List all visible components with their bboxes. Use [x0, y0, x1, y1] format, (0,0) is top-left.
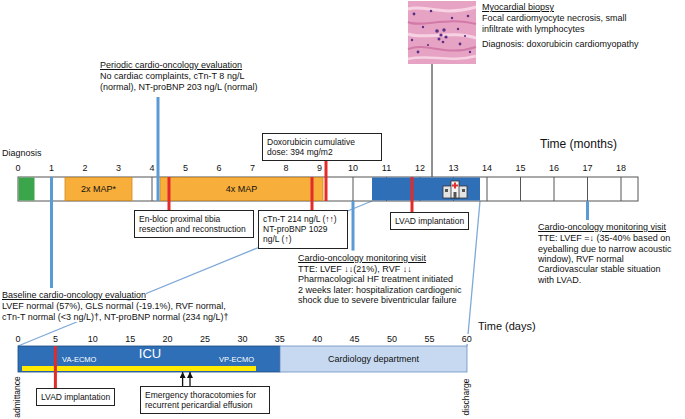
axis-tick-label: 60 — [462, 334, 472, 344]
biopsy-tissue — [408, 1, 476, 64]
axis-tick-label: 5 — [53, 334, 58, 344]
axis-tick-label: 35 — [275, 334, 285, 344]
axis-tick-label: 40 — [312, 334, 322, 344]
axis-tick-label: 1 — [49, 163, 54, 173]
axis-tick-label: 16 — [549, 163, 559, 173]
section-heading: Cardio-oncology monitoring visit — [538, 222, 666, 232]
axis-tick-label: 45 — [350, 334, 360, 344]
arrow-connector — [182, 372, 183, 386]
chemo-segment — [65, 178, 132, 201]
event-marker — [54, 346, 57, 388]
axis-tick-label: 50 — [387, 334, 397, 344]
node-label: ICU — [139, 347, 161, 362]
axis-tick-label: 6 — [216, 163, 221, 173]
axis-tick-label: 15 — [515, 163, 525, 173]
ward-band: ICU VA-ECMO VP-ECMO — [18, 346, 280, 372]
biopsy-image — [408, 1, 476, 64]
axis-tick-label: 10 — [348, 163, 358, 173]
note-text: TTE: LVEF =↓ (35-40% based on eyeballing… — [538, 233, 678, 264]
section-heading: Baseline cardio-oncology evaluation — [2, 290, 146, 300]
axis-tick-label: 25 — [200, 334, 210, 344]
node-label: 4x MAP — [226, 184, 258, 194]
event-label: discharge — [462, 379, 472, 416]
leader-line — [432, 64, 433, 177]
node-label: Doxorubicin cumulative dose: 394 mg/m2 — [267, 137, 377, 157]
axis-tick-label: 20 — [163, 334, 173, 344]
event-box: Emergency thoracotomies for recurrent pe… — [140, 386, 270, 414]
tissue-fiber — [408, 34, 476, 38]
node-label: cTn-T 214 ng/L (↑↑) NT-proBNP 1029 ng/L … — [263, 214, 343, 245]
ecmo-strip — [22, 366, 256, 371]
axis-tick-label: 4 — [149, 163, 154, 173]
diagnosis-segment — [19, 178, 35, 201]
axis-tick-label: 0 — [15, 334, 20, 344]
monitoring-markers — [52, 97, 588, 288]
arrow-connector — [189, 372, 190, 386]
ward-band: Cardiology department — [280, 346, 467, 372]
lab-result-box: cTn-T 214 ng/L (↑↑) NT-proBNP 1029 ng/L … — [258, 210, 348, 249]
ward-bar — [280, 346, 467, 372]
node-label: LVAD implantation — [395, 216, 464, 226]
treatment-band: 4x MAP — [160, 177, 323, 201]
axis-tick-label: 8 — [283, 163, 288, 173]
note-text: Diagnosis: doxorubicin cardiomyopathy — [482, 39, 639, 49]
node-label: Cardiology department — [328, 354, 419, 364]
event-label: admittance — [13, 376, 23, 418]
cell-nuclei — [411, 10, 471, 54]
axis-tick-label: 18 — [616, 163, 626, 173]
node-label: LVAD implantation — [41, 392, 110, 402]
axis-tick-label: 0 — [15, 163, 20, 173]
section-heading: Periodic cardio-oncology evaluation — [100, 60, 242, 70]
treatment-band: 2x MAP* — [65, 177, 132, 201]
procedure-box: En-bloc proximal tibia resection and rec… — [134, 210, 254, 238]
event-box: LVAD implantation — [36, 388, 115, 406]
axis-title: Time (months) — [540, 138, 617, 152]
note-text: Pharmacological HF treatment initiated — [298, 274, 453, 284]
chemo-segment — [160, 178, 323, 201]
note-text: 2 weeks later: hospitalization cardiogen… — [298, 285, 466, 306]
node-sublabel: VA-ECMO — [62, 356, 96, 365]
icu-bar — [18, 346, 280, 372]
axis-tick-label: 11 — [382, 163, 391, 173]
tissue-fiber — [408, 7, 476, 11]
axis-tick-label: 30 — [237, 334, 247, 344]
note-text: LVEF normal (57%), GLS normal (-19.1%), … — [2, 301, 242, 322]
event-box: LVAD implantation — [390, 212, 469, 230]
node-sublabel: VP-ECMO — [219, 356, 254, 365]
tissue-fiber — [408, 47, 476, 51]
note-text: Focal cardiomyocyte necrosis, small infi… — [482, 13, 660, 34]
axis-tick-label: 3 — [116, 163, 121, 173]
month-bar — [18, 177, 638, 201]
axis-tick-label: 7 — [250, 163, 255, 173]
axis-tick-label: 10 — [88, 334, 98, 344]
section-heading: Cardio-oncology monitoring visit — [298, 253, 426, 263]
month-dividers — [52, 177, 622, 201]
axis-tick-label: 55 — [424, 334, 434, 344]
dose-box: Doxorubicin cumulative dose: 394 mg/m2 — [262, 133, 382, 161]
axis-tick-label: 17 — [582, 163, 592, 173]
node-label: 2x MAP* — [81, 184, 116, 194]
node-label: En-bloc proximal tibia resection and rec… — [139, 214, 249, 234]
tissue-fiber — [408, 56, 476, 59]
axis-tick-label: 5 — [183, 163, 188, 173]
note-text: TTE: LVEF ↓↓(21%), RVF ↓↓ — [298, 264, 412, 274]
axis-tick-label: 13 — [448, 163, 458, 173]
axis-tick-label: 9 — [317, 163, 322, 173]
tissue-fiber — [408, 21, 476, 24]
axis-tick-label: 14 — [482, 163, 492, 173]
section-heading: Myocardial biopsy — [482, 2, 554, 12]
event-label: Diagnosis — [2, 148, 42, 158]
hospital-icon — [443, 181, 467, 198]
axis-tick-label: 2 — [82, 163, 87, 173]
axis-title: Time (days) — [478, 320, 536, 333]
hospital-segment — [372, 178, 480, 201]
node-label: Emergency thoracotomies for recurrent pe… — [145, 390, 265, 410]
note-text: Cardiovascular stable situation with LVA… — [538, 264, 678, 285]
note-text: No cardiac complaints, cTn-T 8 ng/L (nor… — [100, 71, 280, 92]
event-markers — [169, 161, 412, 212]
axis-tick-label: 12 — [415, 163, 425, 173]
axis-tick-label: 15 — [125, 334, 135, 344]
